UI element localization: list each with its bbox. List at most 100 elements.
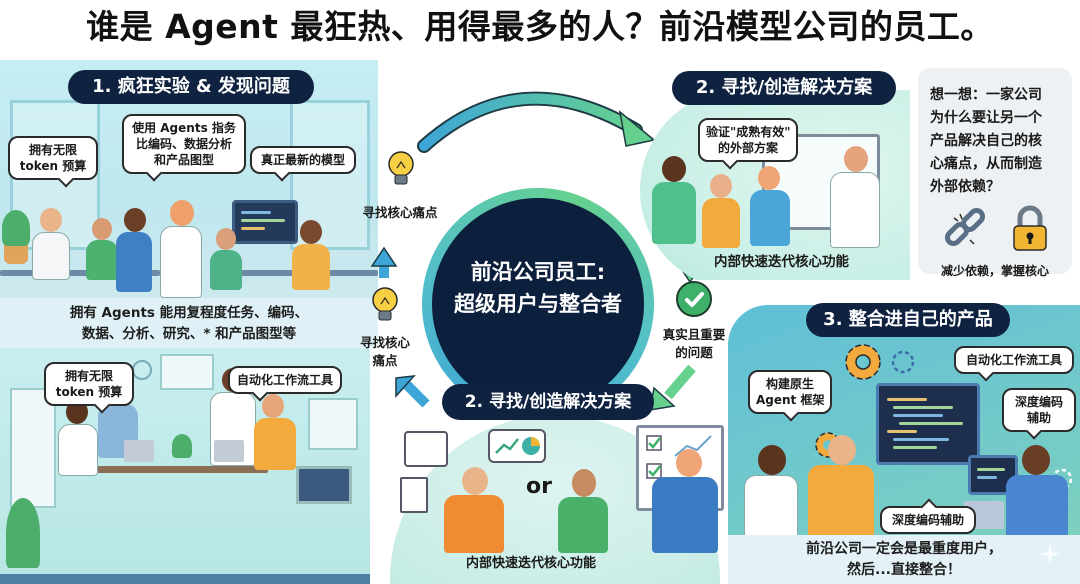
person-sweater [808,465,874,540]
internal-iteration-label: 内部快速迭代核心功能 [714,254,849,270]
internal-iteration-label-bottom: 内部快速迭代核心功能 [466,556,597,571]
plant [6,498,40,568]
person-head [758,166,780,190]
speech-bubble-validate-external: 验证"成熟有效" 的外部方案 [698,118,798,162]
pain-point-label-bottom: 寻找核心 痛点 [342,334,428,370]
notepad-icon [400,477,428,513]
bubble-line: Agent 框架 [756,393,825,407]
think-line: 想一想：一家公司 [930,87,1042,103]
person-shirt [558,497,608,553]
label-line: 寻找核心 [359,335,410,350]
person-suit [652,477,718,553]
speech-bubble-latest-model: 真正最新的模型 [250,146,356,174]
plant-leaves [2,210,30,246]
laptop [214,440,244,462]
speech-bubble-workflow-tools-3: 自动化工作流工具 [954,346,1074,374]
person-shirt [652,182,696,244]
code-editor-window-small [968,455,1018,495]
real-problem-label: 真实且重要 的问题 [654,326,734,362]
think-box-footer: 减少依赖，掌握核心 [940,264,1049,278]
gear-icon [845,344,881,380]
monitor [296,466,352,504]
label-line: 真实且重要 [662,327,726,342]
section3-heading: 3. 整合进自己的产品 [806,303,1010,337]
center-hub: 前沿公司员工: 超级用户与整合者 [432,198,644,410]
meeting-table [92,466,268,473]
speech-bubble-deep-coding-bottom: 深度编码辅助 [880,506,976,534]
person-head [262,394,284,418]
person-head [662,156,686,182]
wall-chart [308,398,358,450]
person-head [844,146,868,172]
section1-caption: 拥有 Agents 能用复程度任务、编码、 数据、分析、研究、* 和产品图型等 [0,298,378,348]
person-head [462,467,488,495]
section3-caption: 前沿公司一定会是最重度用户， 然后...直接整合！ [728,535,1080,584]
lightbulb-icon [388,151,414,185]
arrow-top [419,93,641,151]
arrow-up-left [395,375,416,398]
section2-bottom-scene [390,415,724,584]
think-box-question: 想一想：一家公司 为什么要让另一个 产品解决自己的核 心痛点，从而制造 外部依赖… [930,84,1060,199]
person-labcoat [830,172,880,248]
person-head [170,200,194,226]
monitor [232,200,298,244]
gear-icon [891,350,915,374]
label-line: 的问题 [675,345,713,360]
person-shirt [210,250,242,290]
speech-bubble-token-budget-2: 拥有无限 token 预算 [44,362,134,406]
think-line: 外部依赖？ [930,179,1000,195]
section1-heading: 1. 疯狂实验 & 发现问题 [68,70,314,104]
person-labcoat [58,424,98,476]
bubble-line: 验证"成熟有效" [706,125,791,139]
desk [0,270,160,276]
padlock-icon [1013,205,1047,251]
speech-bubble-deep-coding: 深度编码 辅助 [1002,388,1076,432]
arrow-head [618,110,656,147]
person-head [216,228,236,250]
caption-line: 然后...直接整合！ [847,562,961,578]
section2-bottom-heading: 2. 寻找/创造解决方案 [442,384,654,420]
person-sweater [444,495,504,553]
think-line: 为什么要让另一个 [930,110,1042,126]
laptop [124,440,154,462]
think-line: 产品解决自己的核 [930,133,1042,149]
bubble-line: 构建原生 [765,377,814,391]
person-head [66,400,88,424]
caption-line: 前沿公司一定会是最重度用户， [806,541,1002,557]
code-editor-window [876,383,980,465]
list-icon [404,431,448,467]
think-line: 心痛点，从而制造 [930,156,1042,172]
pain-point-label-top: 寻找核心痛点 [362,205,438,220]
person-head [300,220,322,244]
bubble-line: 辅助 [1026,411,1051,425]
person-shirt [292,244,330,290]
caption-line: 拥有 Agents 能用复程度任务、编码、 [69,305,309,321]
infographic-title: 谁是 Agent 最狂热、用得最多的人？前沿模型公司的员工。 [86,7,994,46]
person-shirt [254,418,296,470]
speech-bubble-token-budget: 拥有无限 token 预算 [8,136,98,180]
person-labcoat [160,226,202,298]
person-head [92,218,112,240]
check-circle-icon [676,281,712,317]
bubble-line: 的外部方案 [717,141,778,155]
speech-bubble-workflow-tools: 自动化工作流工具 [228,366,342,394]
broken-chain-icon [944,207,986,247]
chart-bubble-icon [488,429,546,463]
speech-bubble-agent-framework: 构建原生 Agent 框架 [748,370,832,414]
person-head [710,174,732,198]
person-sweater [1006,475,1068,540]
person-head [40,208,62,232]
plant [172,434,192,458]
person-head [828,435,856,465]
person-head [1022,445,1050,475]
label-line: 痛点 [372,353,398,368]
center-title-line1: 前沿公司员工: [470,260,606,284]
person-head [572,469,596,497]
person-labcoat [744,475,798,540]
floor [0,574,370,584]
center-title-line2: 超级用户与整合者 [454,292,622,316]
person-head [124,208,146,232]
person-head [758,445,786,475]
plant-pot [4,242,28,264]
section2-heading: 2. 寻找/创造解决方案 [672,71,896,105]
